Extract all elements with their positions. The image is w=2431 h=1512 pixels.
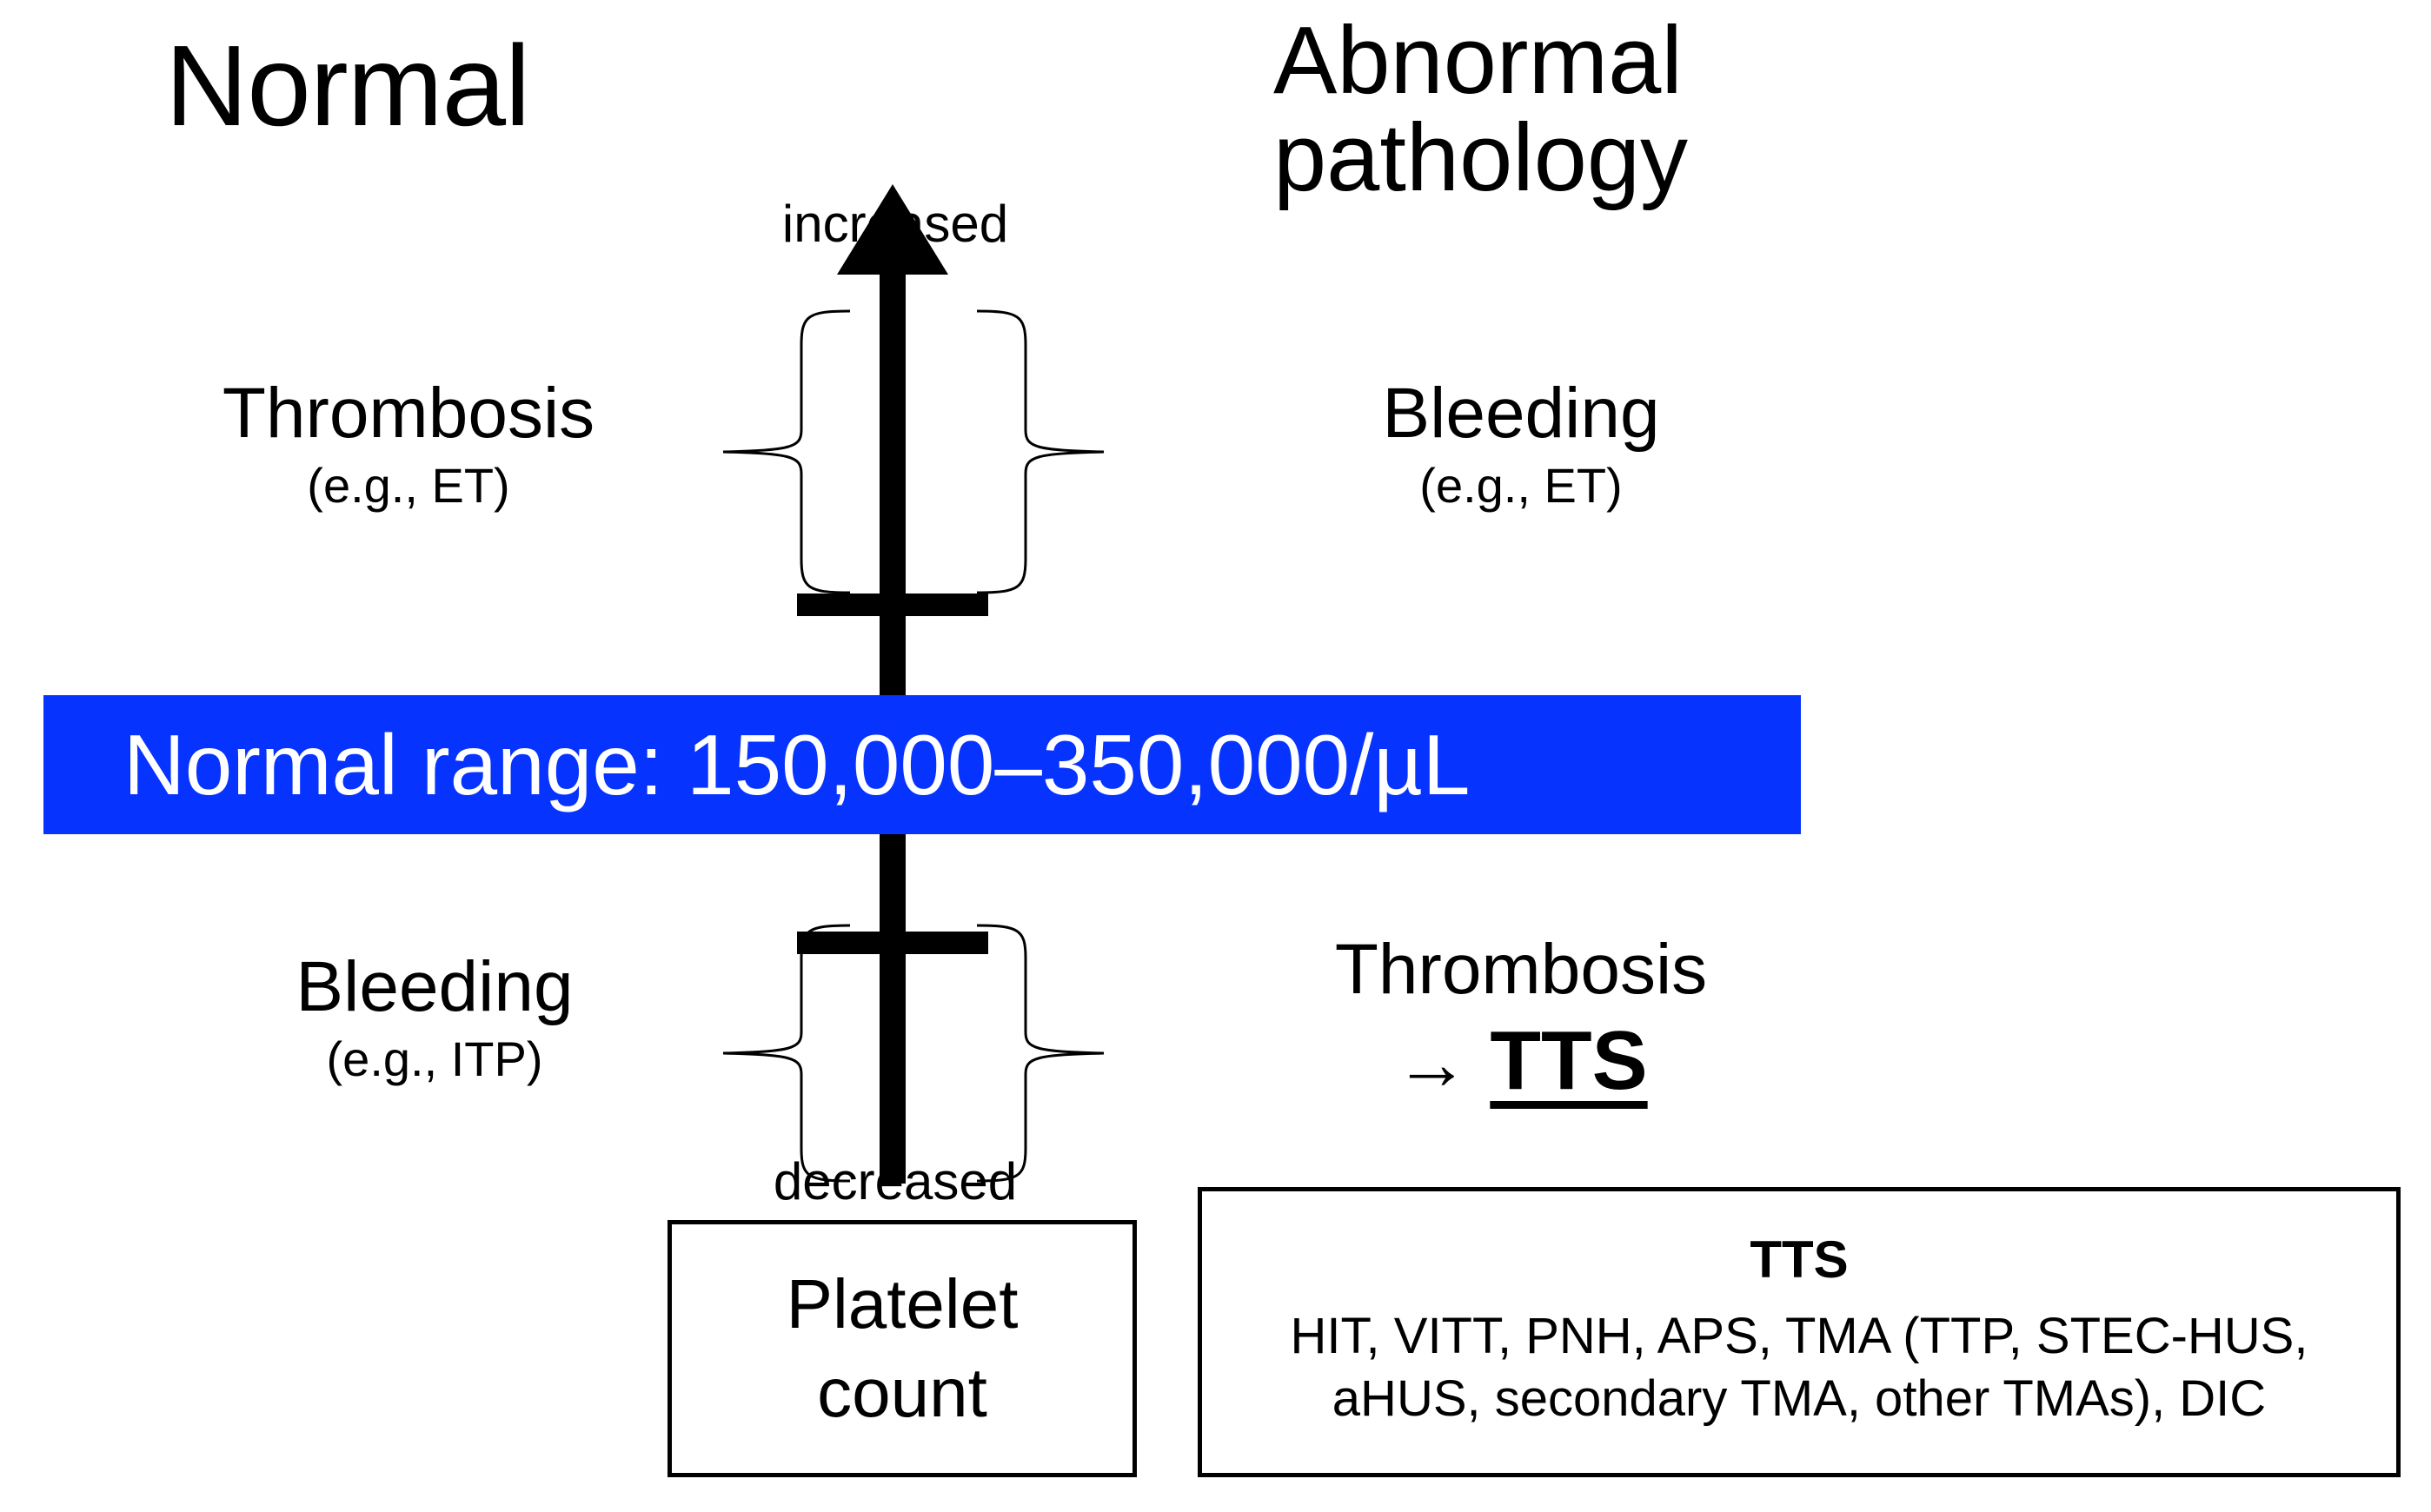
quadrant-upper-right-title: Bleeding (1382, 374, 1660, 453)
axis-tick-lower (797, 932, 988, 954)
quadrant-upper-right: Bleeding (e.g., ET) (1278, 378, 1764, 510)
tts-detail-box-line-2: aHUS, secondary TMA, other TMAs), DIC (1332, 1370, 2267, 1427)
right-arrow-icon: → (1394, 1022, 1470, 1105)
quadrant-lower-left-title: Bleeding (296, 947, 574, 1026)
tts-detail-box-title: TTS (1750, 1230, 1849, 1290)
page-title-abnormal-pathology: Abnormal pathology (1273, 7, 1689, 212)
quadrant-upper-left-title: Thrombosis (222, 374, 595, 453)
platelet-count-line-2: count (817, 1354, 987, 1431)
axis-tick-upper (797, 594, 988, 616)
platelet-count-box: Platelet count (668, 1220, 1137, 1477)
brace-lower-left-icon (722, 924, 851, 1183)
platelet-count-line-1: Platelet (786, 1264, 1019, 1343)
normal-range-banner: Normal range: 150,000–350,000/µL (43, 695, 1801, 834)
brace-upper-right-icon (976, 309, 1105, 594)
quadrant-upper-left-example: (e.g., ET) (307, 458, 510, 513)
normal-range-banner-text: Normal range: 150,000–350,000/µL (123, 717, 1471, 812)
quadrant-lower-left: Bleeding (e.g., ITP) (156, 952, 713, 1084)
quadrant-lower-right-title: Thrombosis (1334, 930, 1708, 1009)
quadrant-upper-right-example: (e.g., ET) (1419, 458, 1623, 513)
tts-outcome-line: →TTS (1243, 1019, 1799, 1103)
quadrant-lower-left-example: (e.g., ITP) (326, 1031, 543, 1086)
tts-detail-box-line-1: HIT, VITT, PNH, APS, TMA (TTP, STEC-HUS, (1290, 1308, 2308, 1365)
up-arrow-icon (837, 184, 948, 275)
quadrant-upper-left: Thrombosis (e.g., ET) (130, 378, 687, 510)
quadrant-lower-right: Thrombosis →TTS (1243, 934, 1799, 1103)
page-title-normal: Normal (165, 22, 530, 149)
brace-upper-left-icon (722, 309, 851, 594)
brace-lower-right-icon (976, 924, 1105, 1183)
tts-outcome-label: TTS (1490, 1014, 1648, 1107)
tts-detail-box: TTS HIT, VITT, PNH, APS, TMA (TTP, STEC-… (1198, 1187, 2401, 1477)
axis-label-decreased: decreased (773, 1152, 1018, 1210)
